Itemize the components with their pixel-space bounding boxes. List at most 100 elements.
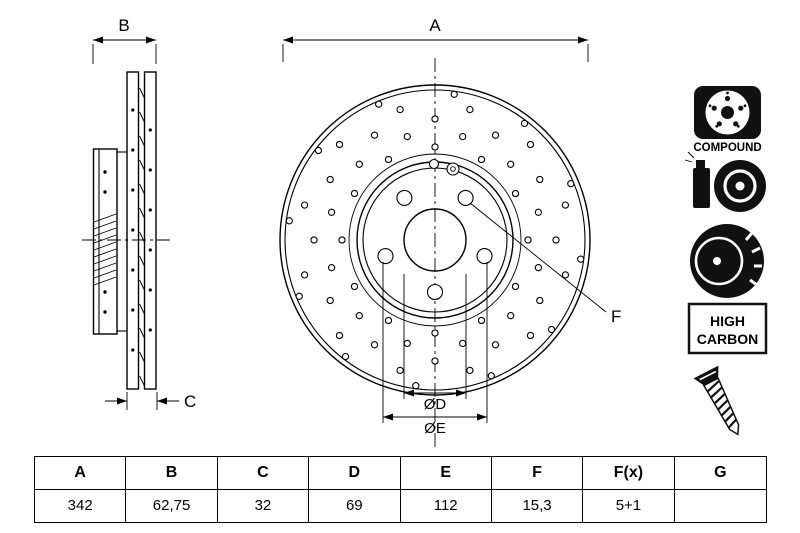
dim-label-e: ØE bbox=[424, 420, 446, 437]
vent-vane-line bbox=[139, 207, 145, 219]
drill-hole bbox=[552, 236, 560, 244]
spec-value-e: 112 bbox=[401, 489, 492, 522]
dim-label-b: B bbox=[118, 16, 129, 35]
hat-hatching bbox=[93, 213, 117, 286]
spec-table: A B C D E F F(x) G 342 62,75 32 69 112 1… bbox=[34, 456, 767, 523]
dim-label-a: A bbox=[429, 16, 441, 35]
drill-hole bbox=[487, 372, 495, 380]
edge-drill-dot bbox=[148, 328, 152, 332]
edge-drill-dot bbox=[131, 108, 135, 112]
drill-hole bbox=[520, 119, 529, 128]
drill-hole bbox=[561, 271, 570, 279]
vent-vane-line bbox=[139, 351, 145, 363]
vent-vane-line bbox=[139, 159, 145, 171]
high-carbon-line2: CARBON bbox=[697, 331, 758, 347]
vented-rotor-icon bbox=[690, 224, 764, 298]
center-bore-circle bbox=[403, 208, 467, 272]
edge-drill-dot bbox=[148, 208, 152, 212]
vent-vane-line bbox=[139, 279, 145, 291]
hatch-line bbox=[93, 262, 117, 272]
hatch-line bbox=[93, 213, 117, 223]
drill-hole bbox=[567, 180, 575, 188]
dimension-a: A bbox=[282, 16, 589, 62]
outer-plate bbox=[126, 71, 140, 390]
drill-hole bbox=[403, 132, 411, 141]
drill-hole bbox=[396, 366, 404, 375]
hat-section bbox=[92, 148, 118, 335]
drill-hole bbox=[534, 264, 543, 272]
plate-drill-dots bbox=[131, 108, 152, 352]
stud-dot bbox=[103, 290, 107, 294]
spec-value-b: 62,75 bbox=[126, 489, 218, 522]
hatch-line bbox=[93, 248, 117, 258]
drill-hole bbox=[350, 282, 359, 291]
outer-edge-circle bbox=[284, 89, 586, 391]
drill-hole bbox=[459, 132, 467, 141]
stud-dot bbox=[103, 310, 107, 314]
drill-hole bbox=[335, 331, 344, 340]
drill-hole bbox=[450, 90, 458, 98]
drill-hole bbox=[412, 382, 420, 390]
dimension-e: ØE bbox=[382, 262, 488, 437]
spec-value-c: 32 bbox=[218, 489, 310, 522]
spec-value-fx: 5+1 bbox=[583, 489, 675, 522]
spec-header-b: B bbox=[126, 457, 218, 490]
icon-panel: COMPOUND HIGH CARBON bbox=[684, 86, 768, 436]
spec-header-c: C bbox=[217, 457, 310, 490]
vent-vane-line bbox=[139, 135, 145, 147]
drill-hole bbox=[355, 312, 363, 320]
drill-hole bbox=[561, 201, 570, 209]
drill-hole bbox=[491, 131, 500, 139]
vent-vane-line bbox=[139, 87, 145, 99]
spec-value-a: 342 bbox=[35, 489, 127, 522]
spec-header-a: A bbox=[35, 457, 127, 490]
bolt-hole bbox=[426, 283, 444, 301]
drill-hole bbox=[326, 296, 334, 305]
drill-hole bbox=[310, 236, 318, 244]
drill-hole bbox=[526, 331, 535, 340]
vent-vane-line bbox=[139, 255, 145, 267]
drill-hole bbox=[524, 236, 532, 244]
edge-drill-dot bbox=[148, 128, 152, 132]
drill-hole bbox=[577, 255, 585, 263]
vent-vane-line bbox=[139, 303, 145, 315]
spec-header-d: D bbox=[309, 457, 401, 490]
inner-plate bbox=[143, 71, 157, 390]
drill-hole bbox=[534, 208, 543, 216]
drill-hole bbox=[355, 160, 363, 168]
drill-hole bbox=[466, 105, 474, 114]
edge-drill-dot bbox=[131, 348, 135, 352]
edge-drill-dot bbox=[148, 168, 152, 172]
dimension-d: ØD bbox=[403, 274, 467, 413]
hatch-line bbox=[93, 269, 117, 279]
drill-hole bbox=[338, 236, 346, 244]
bolt-hole bbox=[476, 248, 493, 265]
drill-hole bbox=[477, 155, 486, 164]
edge-drill-dot bbox=[131, 308, 135, 312]
spec-header-f: F bbox=[491, 457, 584, 490]
drill-hole bbox=[285, 217, 293, 225]
drill-hole bbox=[370, 131, 379, 139]
outer-diameter-circle bbox=[279, 84, 591, 396]
dim-label-c: C bbox=[184, 392, 196, 411]
drill-hole bbox=[326, 175, 334, 184]
drill-hole bbox=[507, 312, 515, 320]
spec-value-g bbox=[675, 490, 766, 523]
high-carbon-line1: HIGH bbox=[710, 313, 745, 329]
side-view: B C bbox=[82, 16, 196, 411]
spec-value-d: 69 bbox=[309, 489, 401, 522]
drill-hole bbox=[295, 292, 303, 300]
edge-drill-dot bbox=[131, 268, 135, 272]
edge-drill-dot bbox=[131, 188, 135, 192]
drill-hole bbox=[314, 146, 323, 155]
drill-hole bbox=[370, 341, 379, 349]
spec-header-e: E bbox=[400, 457, 492, 490]
drill-hole bbox=[536, 175, 544, 184]
drill-hole bbox=[431, 329, 439, 337]
drill-hole bbox=[459, 339, 467, 348]
hatch-line bbox=[93, 227, 117, 237]
friction-inner-circle bbox=[348, 153, 522, 327]
hatch-line bbox=[93, 234, 117, 244]
spec-value-f: 15,3 bbox=[492, 489, 584, 522]
drill-hole bbox=[300, 271, 309, 279]
